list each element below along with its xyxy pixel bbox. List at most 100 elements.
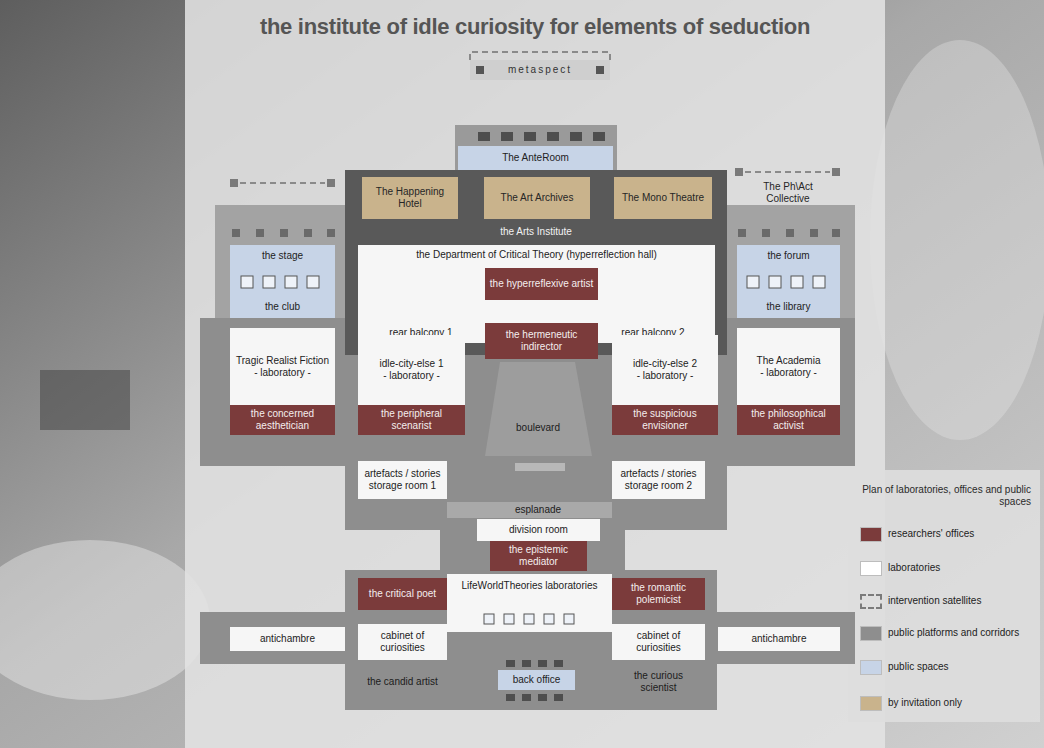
satellite-marker — [476, 66, 604, 74]
researcher-office: the hermeneutic indirector — [485, 323, 598, 359]
legend-swatch — [860, 561, 882, 576]
room-name: the peripheral scenarist — [362, 408, 461, 432]
legend-entry: intervention satellites — [860, 594, 1026, 609]
laboratory-box: idle-city-else 2- laboratory - — [612, 335, 718, 405]
legend-panel — [848, 470, 1040, 722]
room-name: the philosophical activist — [741, 408, 836, 432]
legend-text: intervention satellites — [888, 595, 1026, 607]
legend-swatch — [860, 660, 882, 675]
legend-swatch — [860, 696, 882, 711]
satellite-box: The Ph\Act Collective — [738, 178, 838, 208]
platform-step — [515, 463, 565, 471]
laboratory-box: antichambre — [230, 627, 345, 651]
laboratory-box: idle-city-else 1- laboratory - — [358, 335, 465, 405]
legend-heading: Plan of laboratories, offices and public… — [855, 484, 1031, 508]
researcher-office: the romantic polemicist — [612, 578, 705, 610]
laboratory-box: cabinet of curiosities — [358, 624, 447, 660]
room-name: the suspicious envisioner — [616, 408, 714, 432]
laboratory-box: artefacts / stories storage room 2 — [612, 461, 705, 499]
room-name: idle-city-else 1 — [362, 358, 461, 370]
room-name: idle-city-else 2 — [616, 358, 714, 370]
satellite-outline — [240, 52, 830, 183]
legend-outline-sample — [860, 594, 882, 609]
public-space-box: the stagethe club — [230, 245, 335, 318]
legend-text: laboratories — [888, 562, 1026, 574]
laboratory-box: division room — [477, 519, 600, 541]
invitation-box: The Mono Theatre — [614, 177, 712, 219]
room-name: back office — [502, 674, 571, 686]
photo-blur — [0, 540, 210, 700]
laboratory-box: artefacts / stories storage room 1 — [358, 461, 447, 499]
legend-entry: laboratories — [860, 561, 1026, 576]
room-name: division room — [481, 524, 596, 536]
room-name: artefacts / stories storage room 2 — [616, 468, 701, 492]
photo-object — [40, 370, 130, 430]
public-space-box: back office — [498, 670, 575, 690]
researcher-office: the critical poet — [358, 578, 447, 610]
platform-box: the curious scientist — [612, 664, 705, 700]
room-name: the curious scientist — [616, 670, 701, 694]
platform-box: the candid artist — [358, 664, 447, 700]
room-name: antichambre — [234, 633, 341, 645]
public-space-box: The AnteRoom — [458, 146, 613, 170]
esplanade-platform — [447, 502, 612, 518]
room-name: the romantic polemicist — [616, 582, 701, 606]
room-name: the critical poet — [362, 588, 443, 600]
legend-entry: public spaces — [860, 660, 1026, 675]
laboratory-box: LifeWorldTheories laboratories — [447, 574, 612, 632]
room-name: antichambre — [722, 633, 836, 645]
room-name: LifeWorldTheories laboratories — [451, 580, 608, 592]
room-name: artefacts / stories storage room 1 — [362, 468, 443, 492]
plan-title: the institute of idle curiosity for elem… — [185, 14, 885, 40]
room-name: The AnteRoom — [462, 152, 609, 164]
plan-panel — [185, 0, 885, 748]
room-note: - laboratory - — [616, 370, 714, 382]
researcher-office: the concerned aesthetician — [230, 405, 335, 435]
legend-text: researchers' offices — [888, 528, 1026, 540]
platform-name: esplanade — [488, 504, 588, 516]
laboratory-box: The Academia- laboratory - — [737, 328, 840, 405]
room-name: the Arts Institute — [345, 226, 727, 238]
room-name: the concerned aesthetician — [234, 408, 331, 432]
invitation-box: The Happening Hotel — [362, 177, 458, 219]
invitation-box: The Art Archives — [484, 177, 590, 219]
room-name: the Department of Critical Theory (hyper… — [358, 249, 715, 261]
room-name: the hyperreflexive artist — [489, 278, 594, 290]
researcher-office: the philosophical activist — [737, 405, 840, 435]
researcher-office: the hyperreflexive artist — [485, 268, 598, 300]
platform-name: boulevard — [488, 422, 588, 434]
legend-swatch — [860, 626, 882, 641]
room-name: The Mono Theatre — [618, 192, 708, 204]
room-name: the stage — [234, 250, 331, 262]
researcher-office: the epistemic mediator — [490, 541, 587, 571]
room-name: The Ph\Act Collective — [742, 181, 834, 205]
legend-text: public spaces — [888, 661, 1026, 673]
room-name: The Art Archives — [488, 192, 586, 204]
legend-entry: by invitation only — [860, 696, 1026, 711]
legend-swatch — [860, 527, 882, 542]
legend-text: by invitation only — [888, 697, 1026, 709]
public-platforms — [200, 125, 855, 710]
laboratory-box: antichambre — [718, 627, 840, 651]
room-note: - laboratory - — [362, 370, 461, 382]
room-name: cabinet of curiosities — [362, 630, 443, 654]
room-name: the forum — [741, 250, 836, 262]
public-space-box: the forum the library — [737, 245, 840, 318]
seat-row — [241, 276, 825, 624]
researcher-office: the peripheral scenarist — [358, 405, 465, 435]
room-note: - laboratory - — [741, 367, 836, 379]
satellite-box: metaspect — [470, 60, 610, 80]
room-name: Tragic Realist Fiction — [234, 355, 331, 367]
room-note: - laboratory - — [234, 367, 331, 379]
boulevard-platform — [485, 362, 592, 456]
laboratory-box: Tragic Realist Fiction- laboratory - — [230, 328, 335, 405]
legend-entry: public platforms and corridors — [860, 626, 1026, 641]
legend-text: public platforms and corridors — [888, 627, 1026, 639]
researcher-office: the suspicious envisioner — [612, 405, 718, 435]
room-name: the epistemic mediator — [494, 544, 583, 568]
room-note: the library — [741, 301, 836, 313]
room-name: The Happening Hotel — [366, 186, 454, 210]
